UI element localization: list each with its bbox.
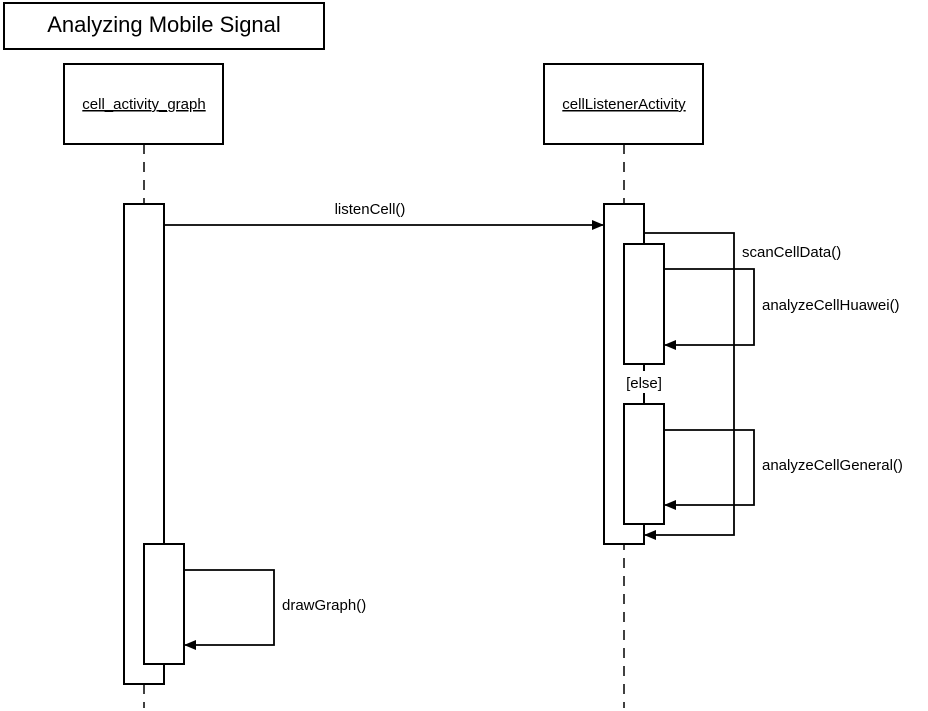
participant-name: cell_activity_graph bbox=[82, 96, 205, 113]
message-listen-cell: listenCell() bbox=[164, 201, 604, 230]
message-arrow bbox=[644, 232, 735, 540]
participant-name: cellListenerActivity bbox=[562, 96, 686, 113]
message-label: listenCell() bbox=[335, 201, 406, 218]
title-box bbox=[3, 2, 325, 50]
activation-bar-general bbox=[623, 403, 665, 525]
activation-bar-draw-graph bbox=[143, 543, 185, 665]
guard-label-bg bbox=[619, 371, 667, 393]
message-scan-cell-data: scanCellData() bbox=[644, 232, 841, 540]
participant-box bbox=[543, 63, 704, 145]
message-analyze-cell-huawei: analyzeCellHuawei() bbox=[664, 268, 900, 350]
message-label: analyzeCellHuawei() bbox=[762, 297, 900, 314]
message-draw-graph: drawGraph() bbox=[184, 569, 366, 650]
title-text: Analyzing Mobile Signal bbox=[47, 12, 281, 37]
message-arrow bbox=[184, 569, 275, 650]
participant-cell-activity-graph: cell_activity_graph bbox=[63, 63, 224, 145]
diagram-title: Analyzing Mobile Signal bbox=[3, 2, 325, 50]
participant-cell-listener-activity: cellListenerActivity bbox=[543, 63, 704, 145]
message-label: scanCellData() bbox=[742, 244, 841, 261]
activation-bar-huawei bbox=[623, 243, 665, 365]
message-analyze-cell-general: analyzeCellGeneral() bbox=[664, 429, 903, 510]
message-arrow bbox=[664, 429, 755, 510]
message-label: analyzeCellGeneral() bbox=[762, 457, 903, 474]
message-arrow bbox=[664, 268, 755, 350]
message-label: drawGraph() bbox=[282, 597, 366, 614]
participant-box bbox=[63, 63, 224, 145]
guard-label: [else] bbox=[626, 375, 662, 392]
